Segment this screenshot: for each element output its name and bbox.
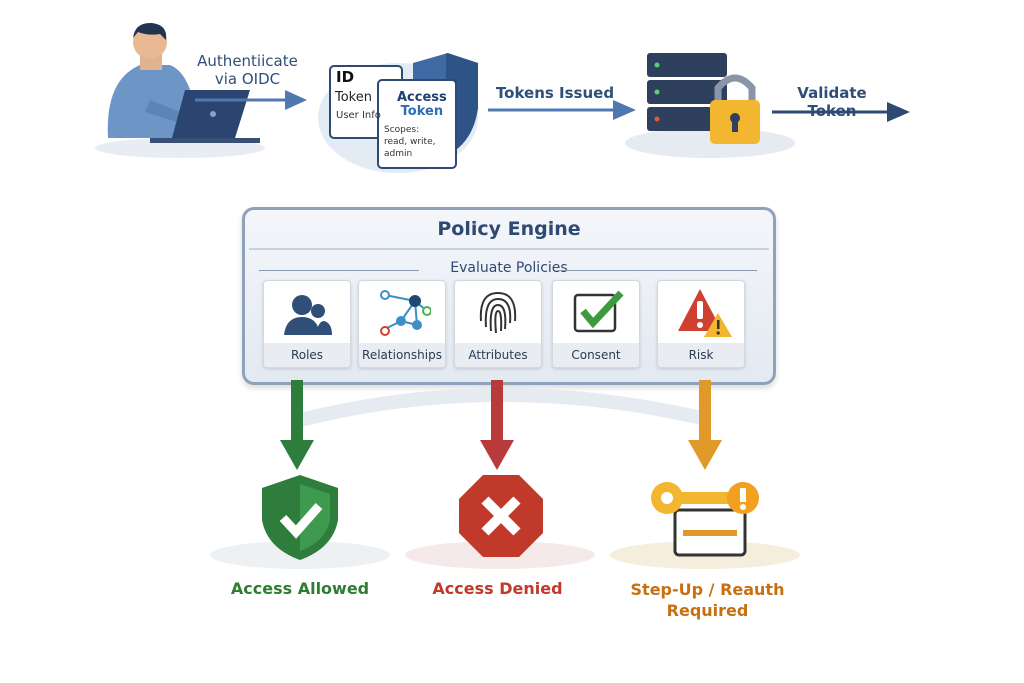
arrow-down-denied [480, 380, 514, 470]
fingerprint-icon [479, 291, 517, 334]
arrow-down-allowed [280, 380, 314, 470]
access-token-title-line: Access [397, 90, 447, 105]
checkbox-icon [573, 290, 624, 333]
step-authenticate-label: Authentiicate via OIDC [190, 52, 305, 88]
step-tokens-issued-label: Tokens Issued [495, 84, 615, 102]
warning-icon [678, 289, 732, 337]
scopes-label: Scopes: [384, 125, 420, 135]
access-token-scopes: Scopes: read, write, admin [384, 124, 435, 160]
factor-label: Relationships [359, 343, 445, 367]
label-line: Authentiicate [197, 52, 298, 70]
label-line: Required [666, 601, 749, 620]
factor-label: Attributes [455, 343, 541, 367]
decision-arrows [280, 380, 722, 470]
outcome-icons [210, 475, 800, 569]
divider [557, 270, 757, 271]
arrow-right-icon [195, 90, 307, 110]
outcome-denied-label: Access Denied [432, 579, 563, 598]
id-token-title: ID [336, 68, 355, 86]
stop-x-icon [459, 475, 543, 557]
arrow-down-stepup [688, 380, 722, 470]
factor-card-attributes: Attributes [454, 280, 542, 368]
divider [259, 270, 419, 271]
outcome-stepup-label: Step-Up / Reauth Required [610, 579, 805, 621]
tokens-illustration [318, 53, 478, 173]
scope-item: read, write, [384, 137, 436, 147]
factor-card-roles: Roles [263, 280, 351, 368]
factor-card-relationships: Relationships [358, 280, 446, 368]
arrow-right-icon [772, 102, 910, 122]
users-icon [284, 295, 332, 335]
id-token-subtitle: Token [335, 90, 372, 105]
factor-label: Risk [658, 343, 744, 367]
id-token-detail: User Info [336, 110, 381, 121]
policy-engine-title: Policy Engine [437, 218, 581, 240]
policy-engine-panel: Policy Engine Evaluate Policies Roles Re… [242, 207, 776, 385]
factor-card-consent: Consent [552, 280, 640, 368]
user-laptop-icon [95, 22, 265, 158]
policy-engine-subtitle: Evaluate Policies [450, 260, 568, 276]
factor-card-risk: Risk [657, 280, 745, 368]
shield-check-icon [262, 475, 338, 560]
graph-icon [380, 290, 431, 336]
divider [249, 248, 769, 250]
access-token-title-line: Token [400, 104, 444, 119]
scope-item: admin [384, 149, 413, 159]
arrow-right-icon [488, 100, 636, 120]
label-line: via OIDC [214, 70, 281, 88]
factor-label: Consent [553, 343, 639, 367]
factor-label: Roles [264, 343, 350, 367]
server-lock-icon [625, 53, 795, 158]
key-alert-icon [651, 482, 759, 557]
label-line: Step-Up / Reauth [630, 580, 785, 599]
outcome-allowed-label: Access Allowed [230, 579, 370, 598]
access-token-title: Access Token [397, 91, 447, 119]
